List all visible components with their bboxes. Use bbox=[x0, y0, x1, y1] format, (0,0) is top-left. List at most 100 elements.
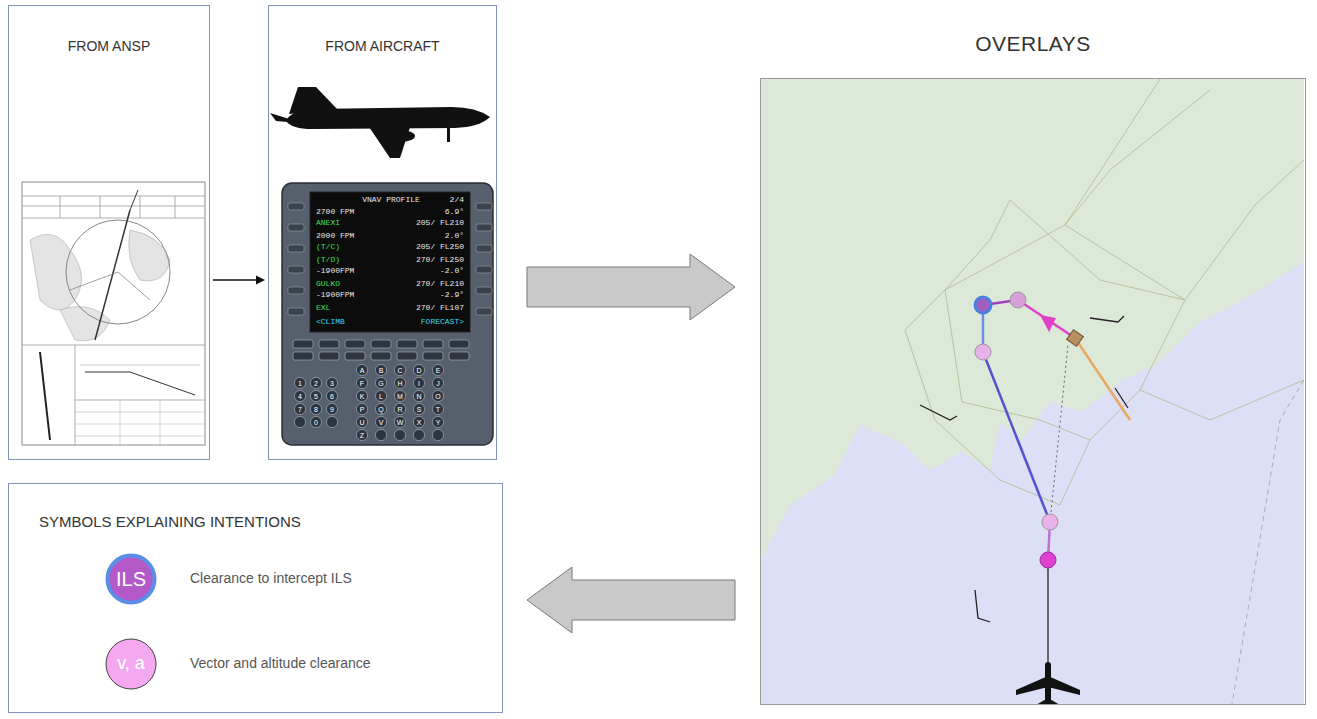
aircraft-silhouette bbox=[270, 113, 300, 123]
approach-chart bbox=[75, 436, 205, 437]
mcdu-key bbox=[375, 364, 386, 375]
map bbox=[1018, 300, 1075, 338]
box-heading: FROM ANSP bbox=[9, 38, 209, 55]
mcdu-key-label: I bbox=[418, 380, 420, 387]
approach-chart bbox=[75, 345, 76, 445]
aircraft-silhouette bbox=[447, 127, 450, 142]
mcdu-key bbox=[432, 403, 443, 414]
approach-chart bbox=[160, 400, 161, 445]
mcdu-key bbox=[394, 429, 405, 440]
mcdu-key bbox=[356, 403, 367, 414]
mcdu-key bbox=[294, 390, 305, 401]
mcdu-key-label: F bbox=[360, 380, 364, 387]
mcdu-screen-text: 2/4 bbox=[450, 196, 464, 204]
mcdu-function-key bbox=[345, 352, 365, 360]
mcdu-key-label: E bbox=[436, 367, 441, 374]
mcdu-key-label: 3 bbox=[330, 380, 334, 387]
block-arrow bbox=[527, 567, 735, 633]
map bbox=[1065, 90, 1210, 225]
mcdu-key-label: Y bbox=[436, 419, 441, 426]
mcdu-key bbox=[394, 416, 405, 427]
map bbox=[1040, 315, 1056, 332]
mcdu-unit bbox=[288, 308, 304, 315]
arrowhead bbox=[256, 276, 265, 285]
source-box: FROM ANSP bbox=[8, 5, 210, 460]
mcdu-function-key bbox=[397, 340, 417, 348]
mcdu-function-key bbox=[371, 352, 391, 360]
mcdu-unit bbox=[476, 245, 492, 252]
map bbox=[945, 79, 1160, 402]
mcdu-function-key bbox=[449, 340, 469, 348]
mcdu-screen-text: -1900FPM bbox=[316, 267, 354, 275]
box-heading: FROM AIRCRAFT bbox=[269, 38, 496, 55]
mcdu-screen-text: EXL bbox=[316, 304, 330, 312]
mcdu-unit bbox=[288, 266, 304, 273]
map bbox=[975, 297, 991, 313]
mcdu-unit bbox=[310, 192, 470, 332]
mcdu-key bbox=[413, 390, 424, 401]
mcdu-unit bbox=[282, 183, 493, 445]
map bbox=[761, 79, 1304, 706]
map bbox=[1060, 300, 1185, 505]
approach-chart bbox=[22, 206, 205, 207]
mcdu-screen-text: FORECAST> bbox=[421, 318, 464, 326]
block-arrow bbox=[527, 254, 735, 320]
map bbox=[945, 200, 1010, 290]
mcdu-unit bbox=[288, 203, 304, 210]
mcdu-key-label: 0 bbox=[314, 419, 318, 426]
symbol-text: ILS bbox=[105, 553, 157, 605]
mcdu-key-label: 7 bbox=[298, 406, 302, 413]
map bbox=[1090, 316, 1124, 322]
mcdu-screen-text: 270/ FL210 bbox=[416, 280, 464, 288]
mcdu-key-label: A bbox=[360, 367, 365, 374]
mcdu-key bbox=[413, 416, 424, 427]
map bbox=[1232, 380, 1304, 704]
mcdu-key-label: D bbox=[416, 367, 421, 374]
mcdu-key bbox=[326, 403, 337, 414]
ils-symbol: ILS bbox=[105, 553, 157, 605]
mcdu-screen-text: -1900FPM bbox=[316, 291, 354, 299]
mcdu-key-label: 6 bbox=[330, 393, 334, 400]
mcdu-key-label: 1 bbox=[298, 380, 302, 387]
mcdu-key bbox=[310, 416, 321, 427]
mcdu-key-label: U bbox=[359, 419, 364, 426]
aircraft-silhouette bbox=[289, 87, 338, 114]
mcdu-key bbox=[294, 403, 305, 414]
mcdu-key-label: S bbox=[417, 406, 422, 413]
mcdu-function-key bbox=[423, 340, 443, 348]
map bbox=[1140, 380, 1304, 420]
mcdu-key-label: K bbox=[360, 393, 365, 400]
mcdu-key-label: J bbox=[436, 380, 440, 387]
mcdu-key-label: V bbox=[379, 419, 384, 426]
map bbox=[1040, 552, 1056, 568]
mcdu-key bbox=[356, 364, 367, 375]
mcdu-key-label: W bbox=[397, 419, 404, 426]
mcdu-unit bbox=[282, 183, 493, 445]
mcdu-key-label: O bbox=[435, 393, 440, 400]
map bbox=[1042, 514, 1058, 530]
mcdu-key-label: 5 bbox=[314, 393, 318, 400]
mcdu-key bbox=[432, 390, 443, 401]
arrow-line bbox=[213, 279, 257, 280]
mcdu-screen-text: 205/ FL250 bbox=[416, 243, 464, 251]
approach-chart bbox=[75, 400, 205, 401]
approach-chart bbox=[95, 210, 130, 340]
symbol-description: Clearance to intercept ILS bbox=[190, 571, 352, 585]
aircraft-silhouette bbox=[270, 87, 490, 158]
mcdu-function-key bbox=[293, 340, 313, 348]
map bbox=[920, 405, 957, 420]
symbol-description: Vector and altitude clearance bbox=[190, 656, 371, 670]
aircraft-silhouette bbox=[385, 130, 415, 142]
map bbox=[1016, 662, 1080, 704]
mcdu-key-label: C bbox=[397, 367, 402, 374]
mcdu-key bbox=[326, 390, 337, 401]
approach-chart bbox=[22, 218, 205, 219]
vector-symbol: v, a bbox=[105, 638, 157, 690]
mcdu-key bbox=[326, 416, 337, 427]
mcdu-key bbox=[394, 377, 405, 388]
mcdu-key bbox=[356, 377, 367, 388]
mcdu-key bbox=[394, 403, 405, 414]
map bbox=[975, 590, 990, 622]
approach-chart bbox=[70, 272, 118, 290]
